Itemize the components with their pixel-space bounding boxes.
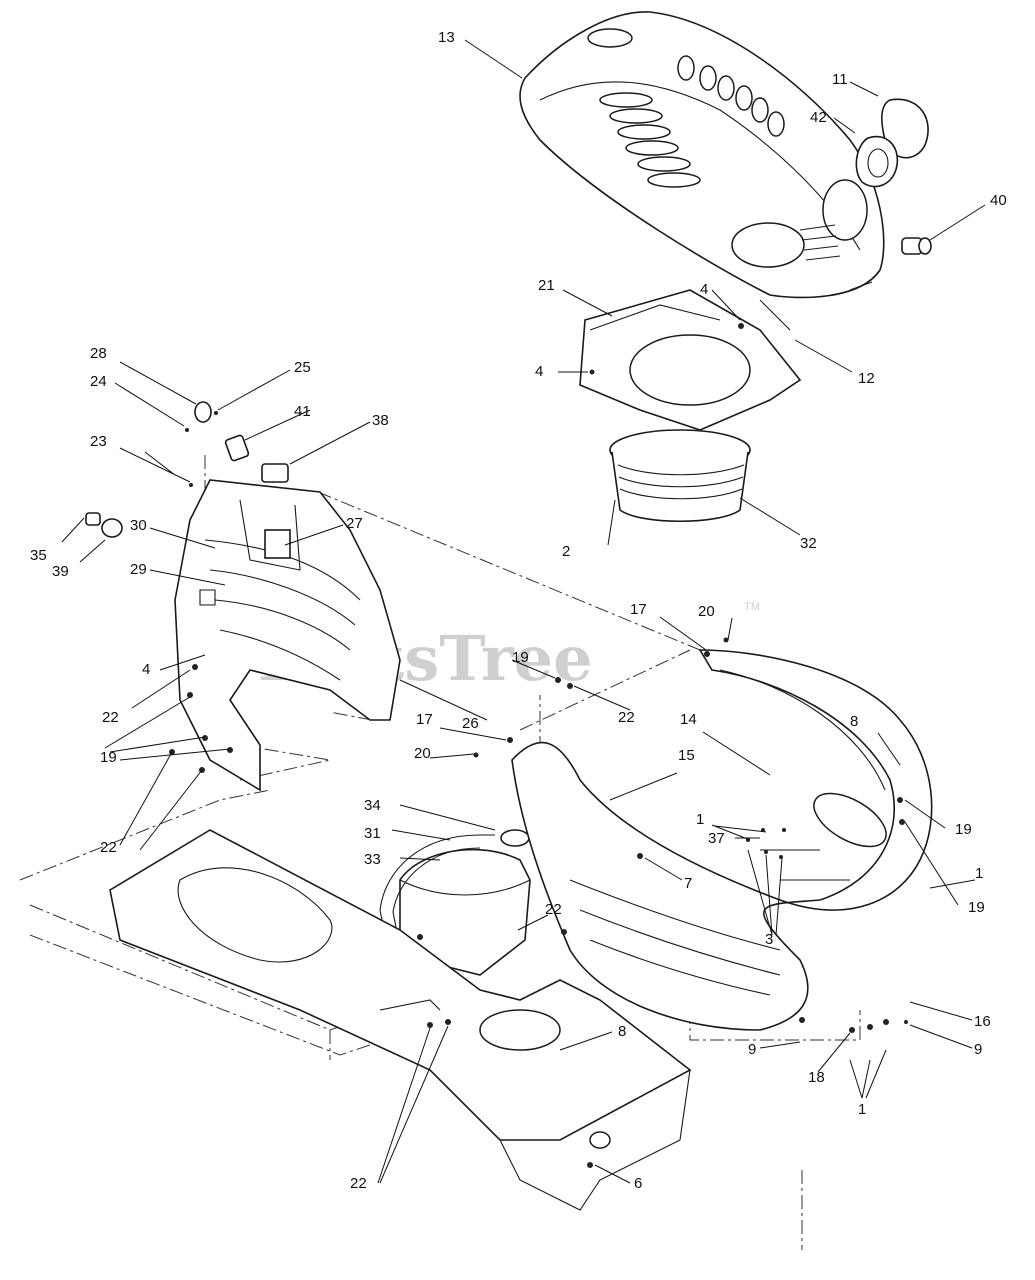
callout-19c: 19 <box>955 821 972 838</box>
callout-22e: 22 <box>350 1175 367 1192</box>
callout-13: 13 <box>438 29 455 46</box>
callout-20b: 20 <box>414 745 431 762</box>
frame-part-lower[interactable] <box>109 829 692 1211</box>
headlight-opening-left <box>731 222 805 268</box>
callout-8b: 8 <box>618 1023 626 1040</box>
callout-30: 30 <box>130 517 147 534</box>
callout-40: 40 <box>990 192 1007 209</box>
headlight-lens-part-11[interactable] <box>880 98 929 159</box>
callout-38: 38 <box>372 412 389 429</box>
screw-part-24[interactable] <box>185 428 189 432</box>
knob-part-39[interactable] <box>101 518 123 538</box>
hood-vent-slots <box>599 55 785 188</box>
callout-33: 33 <box>364 851 381 868</box>
callout-4b: 4 <box>535 363 543 380</box>
callout-29: 29 <box>130 561 147 578</box>
fastener-hardware <box>169 323 908 1168</box>
callout-4c: 4 <box>142 661 150 678</box>
callout-19d: 19 <box>968 899 985 916</box>
callout-24: 24 <box>90 373 107 390</box>
callout-1b: 1 <box>975 865 983 882</box>
callout-9b: 9 <box>974 1041 982 1058</box>
callout-18: 18 <box>808 1069 825 1086</box>
headlight-opening-right <box>822 179 868 241</box>
callout-19a: 19 <box>512 649 529 666</box>
headlight-bezel-part-42[interactable] <box>855 135 899 188</box>
callout-37: 37 <box>708 830 725 847</box>
callout-9a: 9 <box>748 1041 756 1058</box>
callout-27: 27 <box>346 515 363 532</box>
callout-20a: 20 <box>698 603 715 620</box>
callout-1a: 1 <box>696 811 704 828</box>
rod-part-12[interactable] <box>759 299 791 331</box>
fender-part-15[interactable] <box>511 649 933 1031</box>
bulb-part-40[interactable] <box>901 237 932 255</box>
callout-17b: 17 <box>416 711 433 728</box>
callout-12: 12 <box>858 370 875 387</box>
callout-leaders <box>61 39 986 1184</box>
callout-2: 2 <box>562 543 570 560</box>
fuel-tank-part-33[interactable] <box>399 848 531 976</box>
hood-part-13[interactable] <box>519 11 885 299</box>
callout-28: 28 <box>90 345 107 362</box>
callout-39: 39 <box>52 563 69 580</box>
callout-17a: 17 <box>630 601 647 618</box>
light-switch-part-35[interactable] <box>85 512 101 526</box>
callout-16: 16 <box>974 1013 991 1030</box>
callout-8a: 8 <box>850 713 858 730</box>
callout-42: 42 <box>810 109 827 126</box>
screw-part-23[interactable] <box>189 483 193 487</box>
bracket-part-27[interactable] <box>264 529 291 559</box>
callout-3: 3 <box>765 931 773 948</box>
callout-25: 25 <box>294 359 311 376</box>
fuel-cap-part-34[interactable] <box>500 829 530 847</box>
callout-22b: 22 <box>618 709 635 726</box>
callout-23: 23 <box>90 433 107 450</box>
nut-part-25[interactable] <box>214 411 218 415</box>
callout-11: 11 <box>832 71 848 88</box>
callout-14: 14 <box>680 711 697 728</box>
callout-6: 6 <box>634 1175 642 1192</box>
ignition-key-part-28[interactable] <box>194 401 212 423</box>
watermark-trademark: TM <box>744 601 760 613</box>
callout-26: 26 <box>462 715 479 732</box>
callout-labels: 13 11 42 40 21 4 4 12 28 25 24 41 38 23 … <box>30 29 1007 1192</box>
callout-22c: 22 <box>100 839 117 856</box>
callout-41: 41 <box>294 403 311 420</box>
callout-35: 35 <box>30 547 47 564</box>
callout-34: 34 <box>364 797 381 814</box>
dash-tower-part-26[interactable] <box>174 479 401 792</box>
switch-part-38[interactable] <box>261 463 289 483</box>
dash-panel-part-21[interactable] <box>579 289 802 431</box>
callout-32: 32 <box>800 535 817 552</box>
callout-4a: 4 <box>700 281 708 298</box>
callout-1c: 1 <box>858 1101 866 1118</box>
callout-15: 15 <box>678 747 695 764</box>
callout-31: 31 <box>364 825 381 842</box>
frame-opening <box>479 1009 561 1051</box>
callout-22d: 22 <box>545 901 562 918</box>
callout-19b: 19 <box>100 749 117 766</box>
shroud-part-32[interactable] <box>609 429 751 523</box>
switch-part-41[interactable] <box>224 434 250 462</box>
callout-21: 21 <box>538 277 555 294</box>
callout-22a: 22 <box>102 709 119 726</box>
callout-7: 7 <box>684 875 692 892</box>
